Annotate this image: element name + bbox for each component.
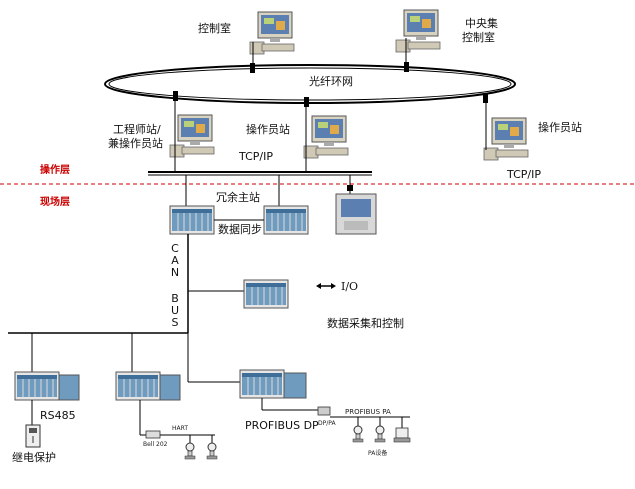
- engineer-station-label-2: 兼操作员站: [108, 137, 163, 150]
- bell202-label: Bell 202: [143, 441, 168, 448]
- rs485-rack: [14, 371, 60, 401]
- can-bus-letter-u: U: [170, 304, 180, 317]
- field-layer-label: 现场层: [40, 197, 70, 208]
- central-control-room-label-1: 中央集: [465, 17, 498, 30]
- dp-pa-coupler-icon: [317, 406, 331, 416]
- central-control-room-pc-icon: [395, 9, 441, 53]
- can-bus-letter-s: S: [171, 316, 179, 329]
- redundant-master-rack-2: [263, 205, 309, 235]
- io-rack: [243, 279, 289, 309]
- hart-sensor-2-icon: [206, 442, 218, 460]
- can-bus-letter-b: B: [171, 292, 179, 305]
- control-room-pc-icon: [249, 11, 295, 55]
- hmi-panel-icon: [335, 193, 377, 235]
- fiber-ring: [104, 64, 516, 104]
- fiber-ring-label: 光纤环网: [309, 75, 353, 88]
- can-bus-letter-c: C: [171, 242, 179, 255]
- operator-station-label: 操作员站: [246, 123, 290, 136]
- profibus-dp-label: PROFIBUS DP: [245, 419, 319, 432]
- engineer-station-pc-icon: [169, 114, 215, 158]
- pa-valve-icon: [393, 427, 411, 443]
- ring-node-5: [483, 93, 488, 103]
- pa-device-label: PA设备: [368, 450, 388, 457]
- ring-node-4: [304, 97, 309, 107]
- pa-sensor-2-icon: [374, 425, 386, 443]
- operation-layer-label: 操作层: [40, 165, 70, 176]
- double-arrow-icon: [316, 283, 336, 289]
- fiber-ring-inner: [108, 67, 512, 101]
- redundant-master-rack-1: [169, 205, 215, 235]
- operator-station-right-pc-icon: [483, 117, 529, 161]
- data-sync-label: 数据同步: [218, 223, 262, 236]
- bell202-modem-icon: [145, 430, 161, 439]
- pa-sensor-1-icon: [352, 425, 364, 443]
- hart-label: HART: [172, 425, 189, 432]
- ring-node-2: [404, 62, 409, 72]
- can-bus-letter-n: N: [170, 266, 180, 279]
- io-label: I/O: [341, 280, 359, 293]
- relay-protection-label: 继电保护: [12, 451, 56, 464]
- operator-station-right-label: 操作员站: [538, 121, 582, 134]
- control-room-label: 控制室: [198, 22, 231, 35]
- can-bus-letter-a: A: [171, 254, 179, 267]
- ring-node-1: [250, 63, 255, 73]
- dp-pa-label: DP/PA: [318, 420, 336, 427]
- profibus-pa-label: PROFIBUS PA: [345, 408, 391, 416]
- hart-sensor-1-icon: [184, 442, 196, 460]
- redundant-master-label: 冗余主站: [216, 191, 260, 204]
- tcpip-right-label: TCP/IP: [507, 168, 541, 181]
- engineer-station-label-1: 工程师站/: [113, 123, 161, 136]
- central-control-room-label-2: 控制室: [462, 31, 495, 44]
- data-acquisition-label: 数据采集和控制: [327, 317, 404, 330]
- profibus-rack: [239, 369, 285, 399]
- relay-protection-device-icon: [25, 424, 41, 448]
- ring-node-3: [173, 91, 178, 101]
- tcpip-left-label: TCP/IP: [239, 150, 273, 163]
- rs485-label: RS485: [40, 409, 76, 422]
- operator-station-pc-icon: [303, 115, 349, 159]
- hart-rack: [115, 371, 161, 401]
